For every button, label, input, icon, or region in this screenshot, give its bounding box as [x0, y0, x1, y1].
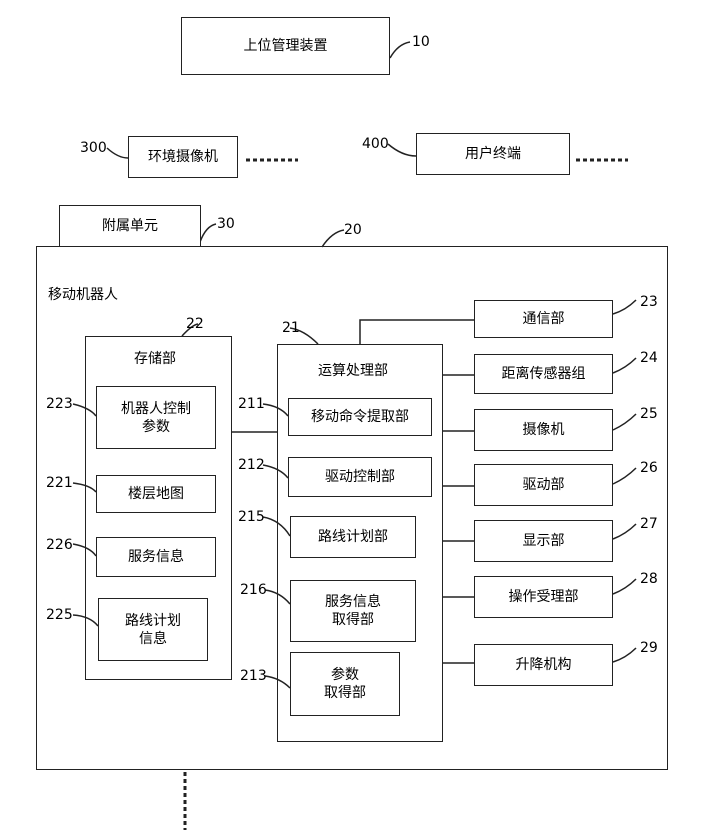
peripheral-display: 显示部	[474, 520, 613, 562]
ref-28: 28	[640, 571, 658, 587]
ref-25: 25	[640, 406, 658, 422]
storage-item-floor-map-label: 楼层地图	[128, 485, 184, 503]
peripheral-distance-sensors: 距离传感器组	[474, 354, 613, 394]
storage-item-service-info-label: 服务信息	[128, 548, 184, 566]
ref-211: 211	[238, 396, 265, 412]
processor-label: 运算处理部	[318, 362, 388, 380]
peripheral-display-label: 显示部	[523, 532, 565, 550]
peripheral-distance-sensors-label: 距离传感器组	[502, 365, 586, 383]
processor-item-param-acquire: 参数 取得部	[290, 652, 400, 716]
storage-item-route-plan-info: 路线计划 信息	[98, 598, 208, 661]
ref-216: 216	[240, 582, 267, 598]
ref-225: 225	[46, 607, 73, 623]
user-terminal-label: 用户终端	[465, 145, 521, 163]
ref-27: 27	[640, 516, 658, 532]
ref-21: 21	[282, 320, 300, 336]
processor-item-route-plan-label: 路线计划部	[318, 528, 388, 546]
user-terminal-box: 用户终端	[416, 133, 570, 175]
processor-item-drive-control-label: 驱动控制部	[325, 468, 395, 486]
peripheral-drive-label: 驱动部	[523, 476, 565, 494]
peripheral-drive: 驱动部	[474, 464, 613, 506]
top-manager-label: 上位管理装置	[244, 37, 328, 55]
leader-30	[200, 224, 216, 242]
storage-item-robot-params-line1: 机器人控制	[121, 400, 191, 418]
ref-215: 215	[238, 509, 265, 525]
env-camera-box: 环境摄像机	[128, 136, 238, 178]
ref-22: 22	[186, 316, 204, 332]
ref-221: 221	[46, 475, 73, 491]
ref-400: 400	[362, 136, 389, 152]
env-camera-label: 环境摄像机	[148, 148, 218, 166]
leader-20	[322, 230, 344, 247]
processor-item-route-plan: 路线计划部	[290, 516, 416, 558]
attachment-unit-box: 附属单元	[59, 205, 201, 247]
processor-item-service-info-acquire: 服务信息 取得部	[290, 580, 416, 642]
ref-212: 212	[238, 457, 265, 473]
leader-400	[388, 144, 416, 156]
ref-24: 24	[640, 350, 658, 366]
peripheral-operation-accept: 操作受理部	[474, 576, 613, 618]
ref-300: 300	[80, 140, 107, 156]
peripheral-camera-label: 摄像机	[523, 421, 565, 439]
ref-213: 213	[240, 668, 267, 684]
ref-223: 223	[46, 396, 73, 412]
peripheral-camera: 摄像机	[474, 409, 613, 451]
peripheral-lift-mechanism: 升降机构	[474, 644, 613, 686]
leader-10	[390, 42, 410, 58]
ref-20: 20	[344, 222, 362, 238]
storage-item-route-plan-info-line1: 路线计划	[125, 612, 181, 630]
ref-10: 10	[412, 34, 430, 50]
processor-item-move-command: 移动命令提取部	[288, 398, 432, 436]
ref-23: 23	[640, 294, 658, 310]
ref-26: 26	[640, 460, 658, 476]
processor-item-param-acquire-line2: 取得部	[324, 684, 366, 702]
processor-item-move-command-label: 移动命令提取部	[311, 408, 409, 426]
attachment-unit-label: 附属单元	[102, 217, 158, 235]
storage-item-route-plan-info-line2: 信息	[139, 630, 167, 648]
ref-226: 226	[46, 537, 73, 553]
peripheral-comms-label: 通信部	[523, 310, 565, 328]
storage-item-service-info: 服务信息	[96, 537, 216, 577]
peripheral-comms: 通信部	[474, 300, 613, 338]
storage-item-robot-params: 机器人控制 参数	[96, 386, 216, 449]
storage-item-robot-params-line2: 参数	[142, 418, 170, 436]
processor-item-service-info-acquire-line1: 服务信息	[325, 593, 381, 611]
peripheral-lift-mechanism-label: 升降机构	[516, 656, 572, 674]
processor-item-service-info-acquire-line2: 取得部	[332, 611, 374, 629]
ref-29: 29	[640, 640, 658, 656]
mobile-robot-label: 移动机器人	[48, 286, 118, 304]
top-manager-box: 上位管理装置	[181, 17, 390, 75]
storage-label: 存储部	[134, 350, 176, 368]
processor-item-param-acquire-line1: 参数	[331, 666, 359, 684]
peripheral-operation-accept-label: 操作受理部	[509, 588, 579, 606]
storage-item-floor-map: 楼层地图	[96, 475, 216, 513]
ref-30: 30	[217, 216, 235, 232]
leader-300	[107, 148, 128, 158]
processor-item-drive-control: 驱动控制部	[288, 457, 432, 497]
